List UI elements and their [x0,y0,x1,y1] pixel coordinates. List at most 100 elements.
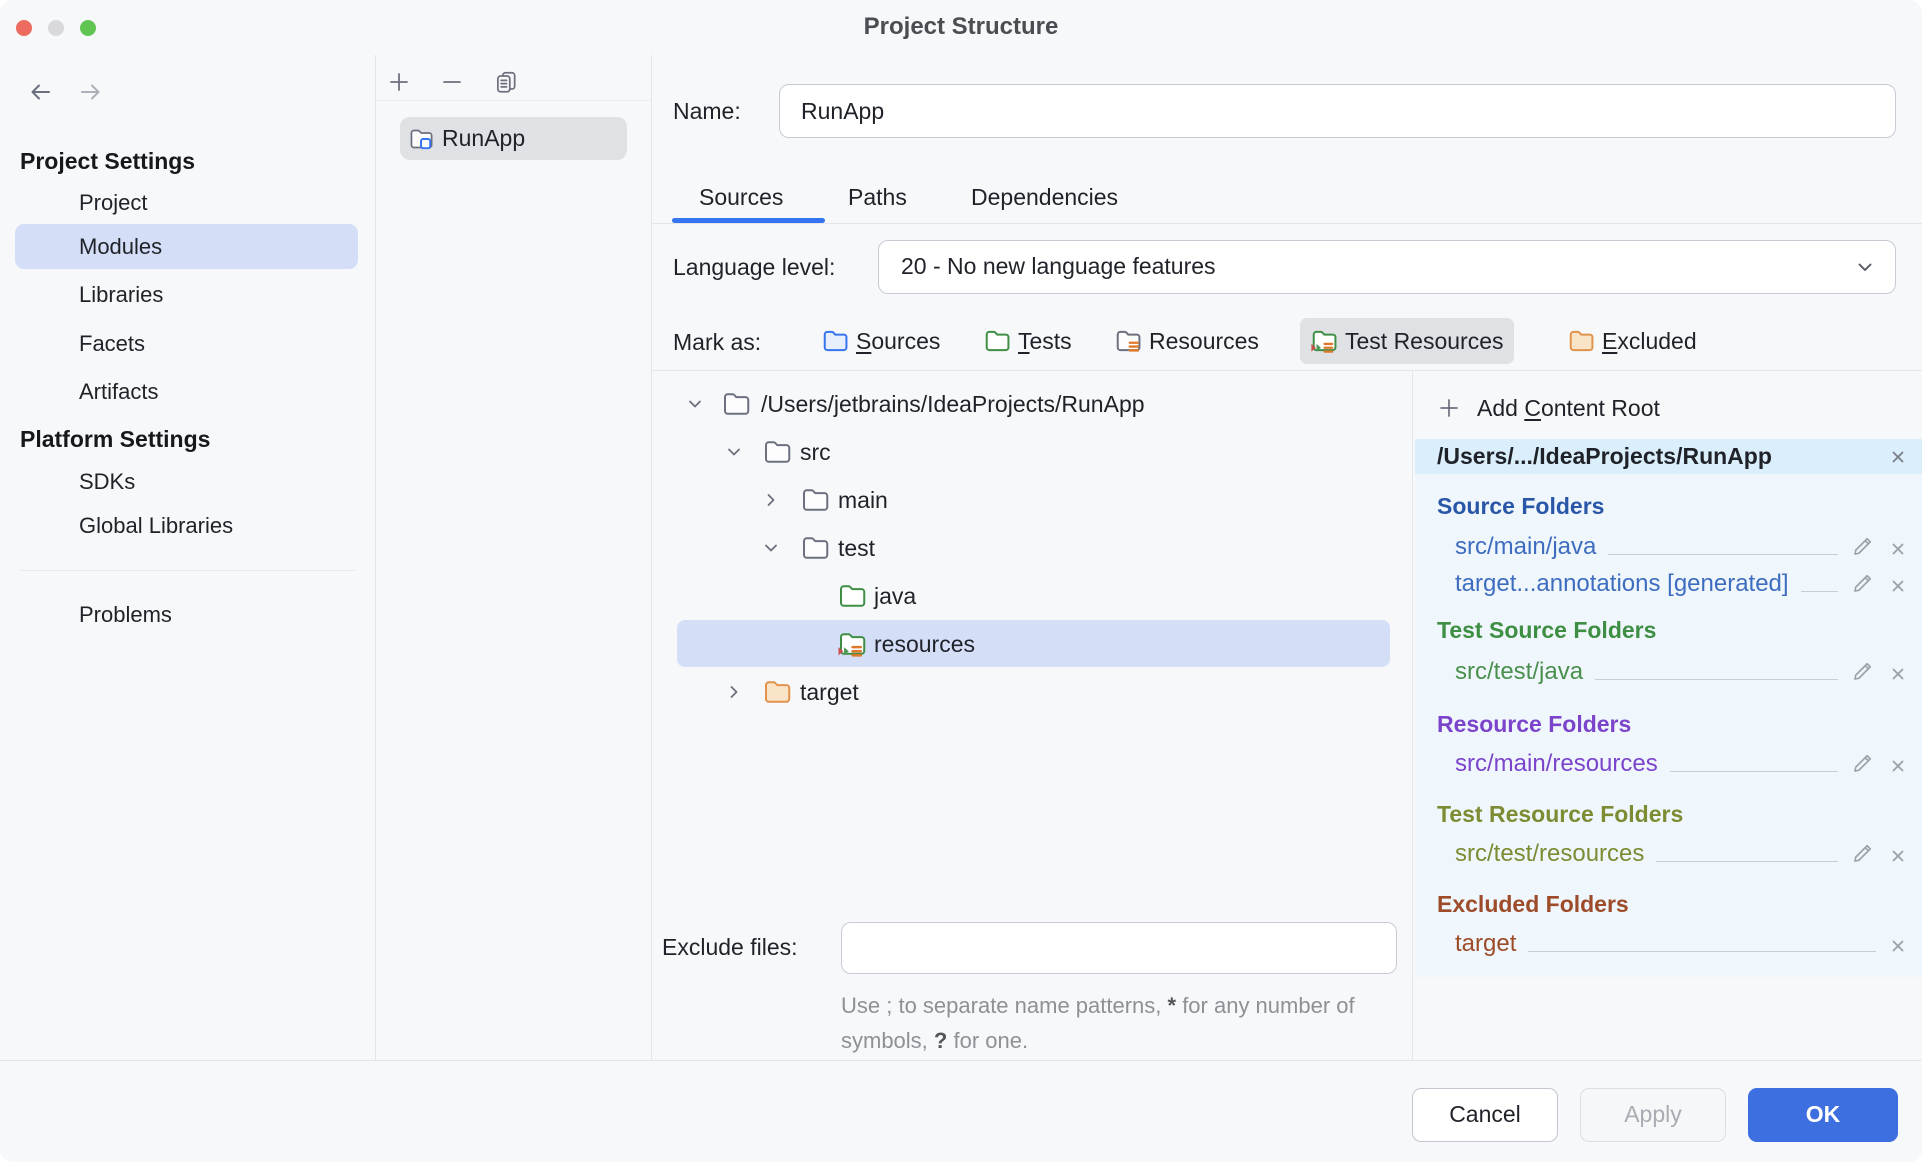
window-title: Project Structure [863,13,1059,40]
sidebar-item-modules[interactable]: Modules [79,234,163,259]
tab-dependencies[interactable]: Dependencies [971,184,1119,210]
module-icon [408,126,434,152]
sidebar-item-facets[interactable]: Facets [79,331,146,356]
divider [1412,371,1413,1060]
exclude-files-label: Exclude files: [662,934,798,960]
test-source-folders-title: Test Source Folders [1437,617,1657,643]
content-root-card [1415,474,1922,977]
source-folder-row: target...annotations [generated] [1455,563,1908,599]
tree-row-main[interactable]: main [651,476,1412,524]
mark-as-tests-button[interactable]: Tests [973,318,1082,364]
add-module-icon[interactable] [386,69,412,95]
divider [652,223,1922,224]
folder-excluded-icon [762,677,792,707]
apply-button[interactable]: Apply [1580,1088,1726,1142]
tab-paths[interactable]: Paths [848,184,907,210]
folder-tests-icon [983,327,1011,355]
plus-icon [1440,399,1458,417]
edit-icon[interactable] [1850,570,1876,596]
tree-row-java[interactable]: java [651,572,1412,620]
module-list-item-runapp[interactable]: RunApp [400,117,627,160]
remove-icon[interactable] [1888,576,1908,596]
minimize-window-button[interactable] [48,20,64,36]
sidebar-section-platform-settings: Platform Settings [20,426,211,452]
edit-icon[interactable] [1850,533,1876,559]
tree-row-src[interactable]: src [651,428,1412,476]
sidebar-item-problems[interactable]: Problems [79,602,172,627]
forward-icon[interactable] [76,77,106,107]
sidebar-item-project[interactable]: Project [79,190,148,215]
resource-folder-row: src/main/resources [1455,743,1908,779]
divider [375,55,376,1060]
cancel-button[interactable]: Cancel [1412,1088,1558,1142]
title-bar: Project Structure [0,0,1922,55]
resource-folders-title: Resource Folders [1437,711,1632,737]
module-name-input[interactable] [779,84,1896,138]
chevron-right-icon[interactable] [761,490,781,510]
chevron-right-icon[interactable] [724,682,744,702]
tab-sources[interactable]: Sources [699,184,784,210]
tree-label: test [838,535,876,561]
folder-path[interactable]: target...annotations [generated] [1455,570,1789,597]
remove-module-icon[interactable] [439,69,465,95]
mark-as-test-resources-label: Test Resources [1345,327,1504,354]
tree-row-test[interactable]: test [651,524,1412,572]
mark-as-sources-label: Sources [856,327,941,354]
content-root-panel: Add Content Root /Users/.../IdeaProjects… [1415,371,1922,1060]
mark-as-excluded-button[interactable]: Excluded [1557,318,1707,364]
folder-test-resources-icon [1310,327,1338,355]
zoom-window-button[interactable] [80,20,96,36]
folder-icon [800,485,830,515]
close-window-button[interactable] [16,20,32,36]
dialog-footer: ? Cancel Apply OK [0,1060,1922,1162]
mark-as-tests-label: Tests [1018,327,1072,354]
chevron-down-icon[interactable] [685,394,705,414]
remove-content-root-icon[interactable] [1888,447,1908,467]
tree-label: src [800,439,831,465]
back-icon[interactable] [25,77,55,107]
chevron-down-icon[interactable] [724,442,744,462]
tree-row-content-root[interactable]: /Users/jetbrains/IdeaProjects/RunApp [651,380,1412,428]
sidebar-item-global-libraries[interactable]: Global Libraries [79,513,234,538]
add-content-root-label: Add Content Root [1477,394,1660,421]
mark-as-sources-button[interactable]: Sources [811,318,950,364]
folder-path[interactable]: target [1455,930,1517,957]
tree-row-target[interactable]: target [651,668,1412,716]
sidebar-item-artifacts[interactable]: Artifacts [79,379,159,404]
sidebar-item-libraries[interactable]: Libraries [79,282,164,307]
content-root-header[interactable]: /Users/.../IdeaProjects/RunApp [1415,439,1922,474]
folder-excluded-icon [1567,327,1595,355]
mark-as-resources-button[interactable]: Resources [1104,318,1269,364]
test-source-folder-row: src/test/java [1455,651,1908,687]
remove-icon[interactable] [1888,539,1908,559]
remove-icon[interactable] [1888,756,1908,776]
exclude-files-input[interactable] [841,922,1397,974]
folder-resources-icon [1114,327,1142,355]
folder-icon [762,437,792,467]
folder-path[interactable]: src/test/resources [1455,840,1645,867]
tree-selection-highlight [677,620,1390,667]
copy-module-icon[interactable] [493,69,519,95]
edit-icon[interactable] [1850,750,1876,776]
language-level-select[interactable]: 20 - No new language features [878,240,1896,294]
sidebar-item-sdks[interactable]: SDKs [79,469,136,494]
tree-row-resources[interactable]: resources [651,620,1412,668]
tree-label: target [800,679,859,705]
language-level-value: 20 - No new language features [901,253,1216,279]
folder-path[interactable]: src/main/resources [1455,750,1658,777]
edit-icon[interactable] [1850,840,1876,866]
folder-path[interactable]: src/test/java [1455,658,1584,685]
divider [20,570,355,571]
sidebar-selection-highlight [15,224,358,269]
folder-path[interactable]: src/main/java [1455,533,1597,560]
tree-label: main [838,487,888,513]
edit-icon[interactable] [1850,658,1876,684]
remove-icon[interactable] [1888,664,1908,684]
remove-icon[interactable] [1888,936,1908,956]
remove-icon[interactable] [1888,846,1908,866]
add-content-root-button[interactable]: Add Content Root [1437,393,1660,423]
ok-button[interactable]: OK [1748,1088,1898,1142]
mark-as-test-resources-button[interactable]: Test Resources [1300,318,1514,364]
chevron-down-icon[interactable] [761,538,781,558]
test-resource-folder-row: src/test/resources [1455,833,1908,869]
